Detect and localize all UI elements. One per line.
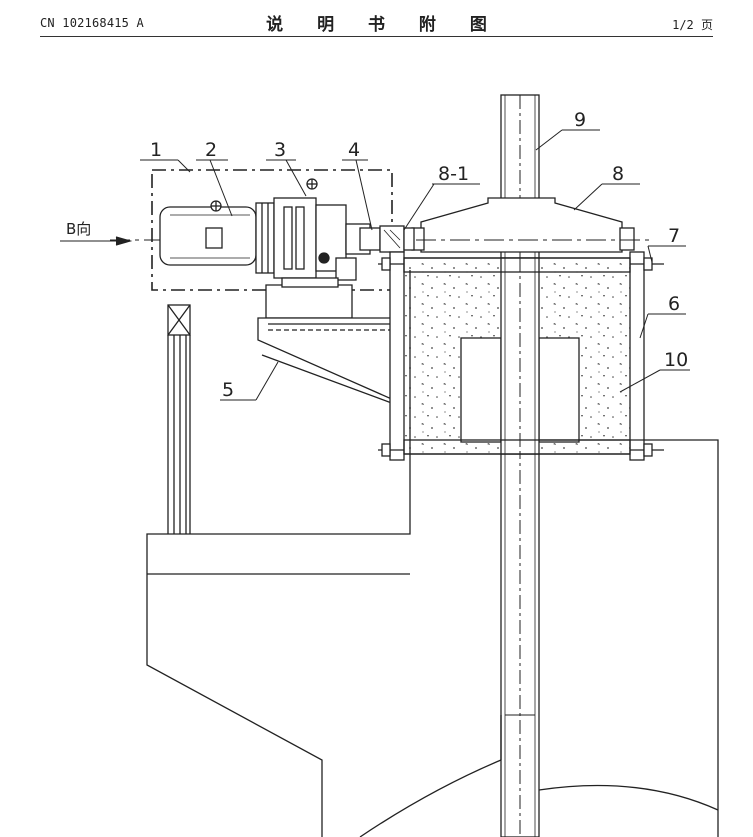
label-6: 6 [668, 293, 680, 315]
label-8-1: 8-1 [438, 163, 469, 185]
label-3: 3 [274, 139, 286, 161]
label-10: 10 [664, 349, 688, 371]
label-5: 5 [222, 379, 234, 401]
page-number: 1/2 页 [672, 18, 713, 32]
drawing-lines [60, 94, 719, 837]
page-title: 说 明 书 附 图 [266, 15, 501, 35]
publication-number: CN 102168415 A [40, 16, 144, 30]
label-4: 4 [348, 139, 360, 161]
page-header: CN 102168415 A 说 明 书 附 图 1/2 页 [40, 6, 713, 37]
view-direction-label: B向 [66, 220, 91, 238]
label-2: 2 [205, 139, 217, 161]
label-7: 7 [668, 225, 680, 247]
label-8: 8 [612, 163, 624, 185]
label-9: 9 [574, 109, 586, 131]
part-labels: B向 1 2 3 4 8-1 8 9 7 6 5 10 [66, 109, 688, 401]
label-1: 1 [150, 139, 162, 161]
